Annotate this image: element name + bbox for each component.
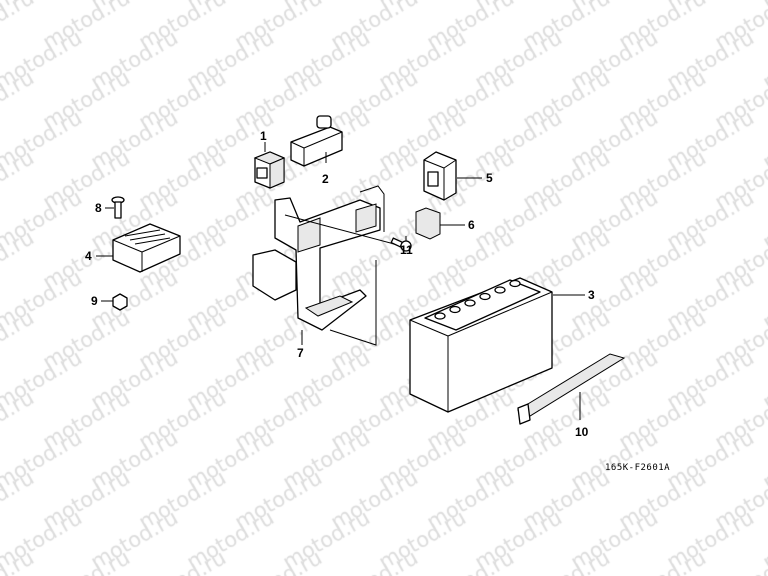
callout-8: 8 [95,201,102,215]
callout-3: 3 [588,288,595,302]
part-7-bracket[interactable] [252,185,399,346]
battery-cap [464,299,476,307]
part-3-battery[interactable] [409,277,585,413]
part-5-relay[interactable] [423,151,482,201]
callout-4: 4 [85,249,92,263]
part-11-bolt[interactable] [390,236,412,252]
battery-cap [479,292,491,301]
part-6-connector[interactable] [415,207,465,240]
callout-7: 7 [297,346,304,360]
part-1-relay[interactable] [253,142,286,189]
battery-cap [509,279,521,288]
callout-5: 5 [486,171,493,185]
callout-6: 6 [468,218,475,232]
part-2-unit[interactable] [290,115,343,167]
callout-9: 9 [91,294,98,308]
callout-2: 2 [322,172,329,186]
battery-cap [494,286,506,294]
diagram-code: 165K-F2601A [605,463,670,473]
part-4-regulator[interactable] [96,223,181,273]
callout-10: 10 [575,425,589,439]
part-8-bolt[interactable] [105,196,125,219]
battery-cap [449,305,461,314]
callout-1: 1 [260,129,267,143]
part-9-nut[interactable] [101,293,128,311]
part-10-strap[interactable] [516,353,626,425]
callout-11: 11 [400,243,413,257]
battery-cap [434,312,446,320]
